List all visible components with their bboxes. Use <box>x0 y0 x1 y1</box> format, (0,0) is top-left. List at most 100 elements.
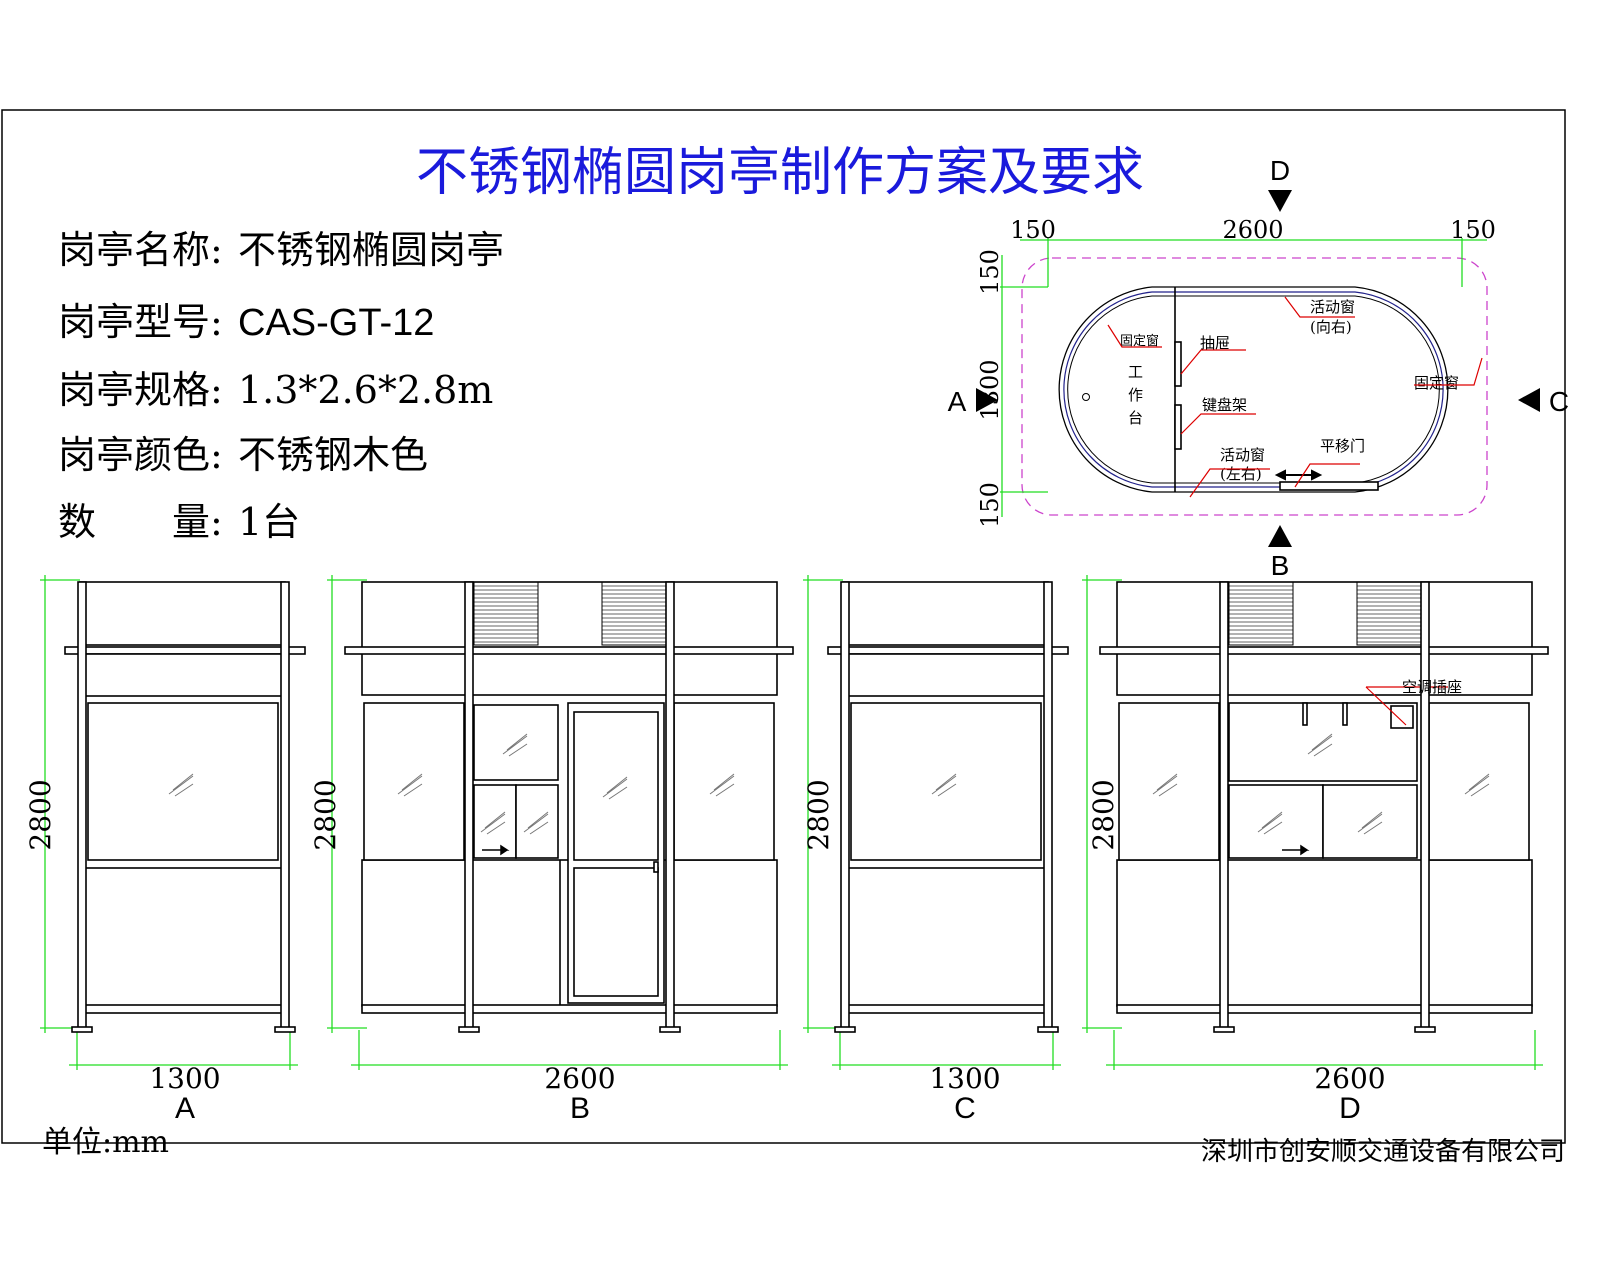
post-foot <box>458 1026 480 1033</box>
view-arrow-d-icon <box>1268 190 1292 212</box>
info-value: 不锈钢椭圆岗亭 <box>238 228 504 272</box>
view-marker-b: B <box>1271 550 1290 581</box>
glass-hatch <box>480 811 506 835</box>
info-label: 岗亭颜色: <box>58 433 223 477</box>
glass-hatch <box>931 773 957 797</box>
cable-hole <box>1082 393 1090 401</box>
drawer <box>1174 341 1182 387</box>
ac-socket-label: 空调插座 <box>1402 678 1462 696</box>
view-marker-c: C <box>1549 386 1569 417</box>
elevation-d-width: 2600 <box>1314 1062 1385 1095</box>
post <box>840 581 850 1031</box>
post-foot <box>274 1026 296 1033</box>
elevation-b-label: B <box>570 1092 590 1125</box>
lower-panel <box>83 867 283 1007</box>
roof-box <box>79 581 286 646</box>
footprint-outline <box>1021 257 1488 516</box>
elevation-d-height: 2800 <box>1087 779 1120 850</box>
dim-text: 150 <box>1010 216 1056 244</box>
post <box>665 581 675 1031</box>
glass-hatch <box>168 773 194 797</box>
elevation-c-height: 2800 <box>802 779 835 850</box>
canopy <box>344 646 794 655</box>
booth-wall <box>1058 286 1449 493</box>
post <box>1219 581 1229 1031</box>
drawing-title: 不锈钢椭圆岗亭制作方案及要求 <box>416 143 1144 203</box>
ac-socket-icon <box>1390 705 1414 729</box>
view-arrow-a-icon <box>976 388 998 412</box>
info-label: 岗亭型号: <box>58 300 223 344</box>
company-name: 深圳市创安顺交通设备有限公司 <box>1201 1137 1565 1167</box>
sliding-window <box>515 784 559 859</box>
info-value: 1台 <box>238 500 300 544</box>
lower-panel <box>846 867 1046 1007</box>
base-rail <box>83 1004 283 1014</box>
base-rail <box>361 1004 778 1014</box>
label-sliding-window-lr-note: (左右) <box>1220 465 1262 483</box>
label-sliding-window-right-note: (向右) <box>1310 318 1352 336</box>
canopy <box>64 646 306 655</box>
label-workbench: 工 <box>1128 363 1143 381</box>
info-label: 岗亭规格: <box>58 368 223 412</box>
canopy <box>1099 646 1549 655</box>
dim-text: 1300 <box>976 359 1004 420</box>
label-sliding-window-lr: 活动窗 <box>1220 446 1265 464</box>
dim-text: 2600 <box>1222 216 1283 244</box>
louver <box>1228 581 1294 646</box>
post-foot <box>1037 1026 1059 1033</box>
plan-view: 150 2600 150 150 1300 150 固定窗 工 作 台 抽屉 键… <box>948 155 1569 581</box>
view-arrow-b-icon <box>1268 525 1292 547</box>
info-value: 1.3*2.6*2.8m <box>238 368 493 412</box>
elevation-a-height: 2800 <box>24 779 57 850</box>
roof-box <box>842 581 1049 646</box>
elevation-a-width: 1300 <box>149 1062 220 1095</box>
elevation-d-label: D <box>1339 1092 1361 1125</box>
post <box>280 581 290 1031</box>
info-value: CAS-GT-12 <box>238 302 434 344</box>
post-foot <box>659 1026 681 1033</box>
label-sliding-door: 平移门 <box>1320 437 1365 455</box>
spec-info: 岗亭名称: 不锈钢椭圆岗亭 岗亭型号: CAS-GT-12 岗亭规格: 1.3*… <box>58 228 504 544</box>
louver <box>473 581 539 646</box>
sliding-door <box>1279 481 1379 491</box>
leader-line <box>1365 686 1448 726</box>
info-label: 数 量: <box>58 500 223 544</box>
fascia <box>79 653 286 697</box>
leader-lines <box>1107 296 1483 498</box>
dim-text: 150 <box>976 482 1004 528</box>
glass-hatch <box>523 811 549 835</box>
double-arrow-icon <box>1274 469 1323 481</box>
bracket <box>1342 702 1348 726</box>
bracket <box>1302 702 1308 726</box>
post <box>464 581 474 1031</box>
label-fixed-window-left: 固定窗 <box>1120 333 1159 349</box>
glass-hatch <box>397 773 423 797</box>
sliding-window <box>1228 784 1324 859</box>
arrow-icon <box>482 844 510 856</box>
post-foot <box>71 1026 93 1033</box>
base-rail <box>1116 1004 1533 1014</box>
glass-hatch <box>1357 811 1383 835</box>
sheet-border <box>1 109 1566 1144</box>
label-sliding-window-right: 活动窗 <box>1310 298 1355 316</box>
label-workbench: 台 <box>1128 409 1143 427</box>
label-keyboard-tray: 键盘架 <box>1202 396 1247 414</box>
glass-hatch <box>602 776 628 800</box>
post <box>77 581 87 1031</box>
glass-hatch <box>1464 773 1490 797</box>
view-arrow-c-icon <box>1518 388 1540 412</box>
canopy <box>827 646 1069 655</box>
door-handle <box>653 861 659 873</box>
glass-hatch <box>709 773 735 797</box>
glass-hatch <box>502 733 528 757</box>
elevation-views <box>40 575 1549 1070</box>
plan-labels: 固定窗 工 作 台 抽屉 键盘架 活动窗 (向右) 固定窗 活动窗 (左右) 平… <box>1120 298 1459 483</box>
door-panel <box>573 867 659 997</box>
glass-hatch <box>1307 733 1333 757</box>
base-rail <box>846 1004 1046 1014</box>
dim-text: 150 <box>976 249 1004 295</box>
view-marker-d: D <box>1270 155 1290 186</box>
glass-hatch <box>1152 773 1178 797</box>
elevation-c-label: C <box>954 1092 976 1125</box>
post-foot <box>1414 1026 1436 1033</box>
